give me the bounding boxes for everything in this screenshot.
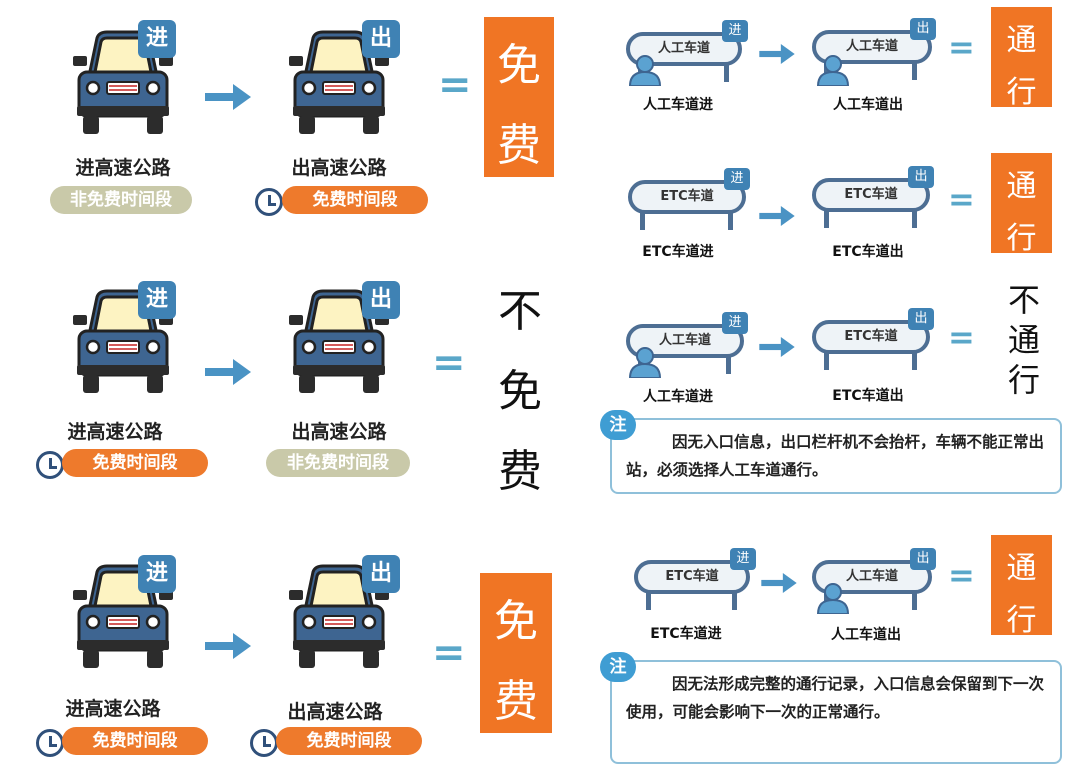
note-box: 因无法形成完整的通行记录，入口信息会保留到下一次使用，可能会影响下一次的正常通行… <box>610 660 1062 764</box>
note-badge: 注 <box>600 652 636 682</box>
entry-period-badge: 免费时间段 <box>62 449 208 477</box>
exit-period-badge: 非免费时间段 <box>266 449 410 477</box>
exit-label: 出高速公路 <box>291 421 387 443</box>
clock-icon <box>36 729 64 757</box>
toll-worker-icon <box>816 582 850 614</box>
entry-label: 进高速公路 <box>67 421 163 443</box>
result-char: 行 <box>1006 75 1037 110</box>
arrow-icon <box>205 84 251 110</box>
equals-sign: = <box>948 556 975 594</box>
gate-tag: 出 <box>908 308 934 330</box>
exit-tag: 出 <box>362 555 400 593</box>
arrow-icon <box>205 359 251 385</box>
equals-sign: = <box>432 630 466 676</box>
gate-tag: 进 <box>722 312 748 334</box>
lane-label: ETC车道出 <box>832 244 904 260</box>
lane-label: 人工车道出 <box>833 97 903 113</box>
gate-sign: ETC车道 <box>628 180 746 214</box>
lane-label: ETC车道进 <box>650 626 722 642</box>
gate-sign: ETC车道 <box>812 178 930 212</box>
lane-label: 人工车道进 <box>643 389 713 405</box>
result-char: 行 <box>1006 603 1037 638</box>
gate-tag: 出 <box>910 548 936 570</box>
entry-label: 进高速公路 <box>75 157 171 179</box>
lane-label: 人工车道出 <box>831 627 901 643</box>
equals-sign: = <box>948 28 975 66</box>
gate-tag: 出 <box>908 166 934 188</box>
result-char: 通 <box>1006 169 1037 204</box>
result-text: 不 免 费 <box>490 272 550 512</box>
exit-period-badge: 免费时间段 <box>282 186 428 214</box>
result-char: 不 <box>1007 281 1040 319</box>
note-text: 因无法形成完整的通行记录，入口信息会保留到下一次使用，可能会影响下一次的正常通行… <box>626 675 1045 721</box>
gate-tag: 进 <box>722 20 748 42</box>
entry-label: 进高速公路 <box>65 698 161 720</box>
equals-sign: = <box>948 180 975 218</box>
result-char: 行 <box>1007 361 1040 399</box>
toll-worker-icon <box>628 346 662 378</box>
equals-sign: = <box>948 318 975 356</box>
result-box: 免 费 <box>480 573 552 733</box>
note-box: 因无入口信息，出口栏杆机不会抬杆，车辆不能正常出站，必须选择人工车道通行。 <box>610 418 1062 494</box>
result-char: 费 <box>498 446 542 497</box>
entry-period-badge: 非免费时间段 <box>50 186 192 214</box>
exit-tag: 出 <box>362 20 400 58</box>
result-char: 通 <box>1007 321 1040 359</box>
result-char: 费 <box>494 676 538 727</box>
arrow-icon <box>205 633 251 659</box>
result-char: 不 <box>498 286 542 337</box>
lane-label: 人工车道进 <box>643 97 713 113</box>
result-char: 通 <box>1006 23 1037 58</box>
entry-tag: 进 <box>138 555 176 593</box>
clock-icon <box>255 188 283 216</box>
result-box: 通 行 <box>991 153 1052 256</box>
exit-label: 出高速公路 <box>287 701 383 723</box>
gate-tag: 进 <box>730 548 756 570</box>
arrow-icon <box>758 44 796 64</box>
result-text: 不 通 行 <box>996 280 1052 400</box>
exit-label: 出高速公路 <box>291 157 387 179</box>
note-text: 因无入口信息，出口栏杆机不会抬杆，车辆不能正常出站，必须选择人工车道通行。 <box>626 433 1045 479</box>
gate-tag: 进 <box>724 168 750 190</box>
toll-worker-icon <box>816 54 850 86</box>
result-char: 免 <box>497 40 541 91</box>
equals-sign: = <box>438 62 472 108</box>
entry-tag: 进 <box>138 20 176 58</box>
result-box: 通 行 <box>991 7 1052 110</box>
lane-label: ETC车道进 <box>642 244 714 260</box>
toll-worker-icon <box>628 54 662 86</box>
entry-period-badge: 免费时间段 <box>62 727 208 755</box>
arrow-icon <box>758 206 796 226</box>
result-char: 费 <box>497 120 541 171</box>
entry-tag: 进 <box>138 281 176 319</box>
arrow-icon <box>760 573 798 593</box>
lane-label: ETC车道出 <box>832 388 904 404</box>
clock-icon <box>250 729 278 757</box>
clock-icon <box>36 451 64 479</box>
exit-tag: 出 <box>362 281 400 319</box>
gate-tag: 出 <box>910 18 936 40</box>
equals-sign: = <box>432 340 466 386</box>
note-badge: 注 <box>600 410 636 440</box>
result-char: 免 <box>494 596 538 647</box>
arrow-icon <box>758 337 796 357</box>
result-box: 通 行 <box>991 535 1052 638</box>
result-box: 免 费 <box>484 17 554 177</box>
result-char: 免 <box>498 366 542 417</box>
exit-period-badge: 免费时间段 <box>276 727 422 755</box>
result-char: 行 <box>1006 221 1037 256</box>
result-char: 通 <box>1006 551 1037 586</box>
